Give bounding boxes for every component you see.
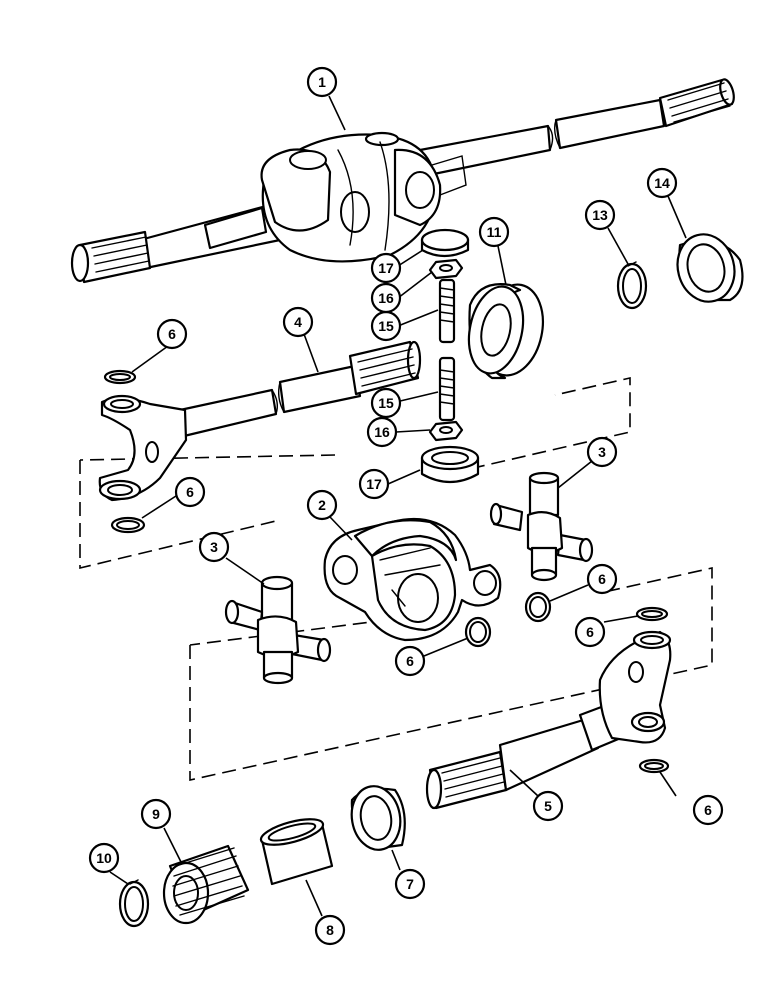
svg-text:11: 11: [487, 224, 502, 240]
double-cardan-housing: [323, 517, 502, 642]
gear-9: [162, 844, 250, 925]
callout-16-upper: 16: [370, 282, 402, 314]
svg-text:9: 9: [152, 806, 160, 822]
snap-ring-10: [118, 879, 150, 928]
callout-15-upper: 15: [370, 310, 402, 342]
svg-text:6: 6: [406, 653, 414, 669]
u-joint-cross-left: [224, 575, 332, 685]
nut-lower: [428, 420, 464, 442]
svg-text:6: 6: [168, 326, 176, 342]
svg-text:10: 10: [96, 850, 112, 866]
inner-axle-shaft: [98, 340, 422, 502]
callout-16-lower: 16: [366, 416, 398, 448]
svg-text:15: 15: [378, 395, 394, 411]
callout-13: 13: [584, 199, 616, 231]
ring-6a: [103, 369, 137, 385]
nut-upper: [428, 258, 464, 280]
svg-text:17: 17: [366, 476, 382, 492]
svg-text:17: 17: [378, 260, 394, 276]
svg-text:6: 6: [186, 484, 194, 500]
ring-6c: [464, 616, 492, 648]
callout-1: 1: [306, 66, 338, 98]
callout-6-f: 6: [692, 794, 724, 826]
callout-3-right: 3: [586, 436, 618, 468]
callout-4: 4: [282, 306, 314, 338]
svg-text:7: 7: [406, 876, 414, 892]
seal-14: [676, 233, 744, 303]
callout-6-e: 6: [574, 616, 606, 648]
ring-6f: [638, 758, 670, 774]
callout-7: 7: [394, 868, 426, 900]
callout-14: 14: [646, 167, 678, 199]
callout-9: 9: [140, 798, 172, 830]
callout-3-left: 3: [198, 531, 230, 563]
callout-8: 8: [314, 914, 346, 946]
cup-lower: [420, 445, 480, 484]
snap-ring-13: [616, 261, 648, 310]
callout-5: 5: [532, 790, 564, 822]
svg-text:3: 3: [210, 539, 218, 555]
cap-upper: [420, 228, 470, 258]
svg-text:16: 16: [378, 290, 394, 306]
u-joint-cross-right: [489, 471, 594, 582]
svg-text:3: 3: [598, 444, 606, 460]
svg-text:13: 13: [592, 207, 608, 223]
svg-text:6: 6: [704, 802, 712, 818]
svg-text:15: 15: [378, 318, 394, 334]
bushing-8: [259, 818, 334, 886]
svg-text:6: 6: [586, 624, 594, 640]
svg-text:5: 5: [544, 798, 552, 814]
callout-6-c: 6: [394, 645, 426, 677]
svg-text:16: 16: [374, 424, 390, 440]
callout-17-upper: 17: [370, 252, 402, 284]
callout-11: 11: [478, 216, 510, 248]
stud-upper: [438, 278, 456, 344]
axle-shaft-assembly: [70, 78, 735, 284]
group-outline-upper: [79, 376, 631, 570]
seal-7: [350, 785, 406, 851]
svg-text:8: 8: [326, 922, 334, 938]
callout-2: 2: [306, 489, 338, 521]
callout-6-a: 6: [156, 318, 188, 350]
bearing: [467, 283, 544, 380]
ring-6d: [524, 591, 552, 623]
svg-text:6: 6: [598, 571, 606, 587]
callout-6-d: 6: [586, 563, 618, 595]
callout-15-lower: 15: [370, 387, 402, 419]
ring-6b: [110, 516, 146, 534]
callout-6-b: 6: [174, 476, 206, 508]
callout-17-lower: 17: [358, 468, 390, 500]
outer-axle-shaft: [425, 630, 672, 810]
leader-lines: [109, 95, 687, 917]
callout-10: 10: [88, 842, 120, 874]
ring-6e: [635, 606, 669, 622]
svg-text:2: 2: [318, 497, 326, 513]
svg-text:1: 1: [318, 74, 326, 90]
svg-text:14: 14: [654, 175, 670, 191]
stud-lower: [438, 356, 456, 422]
svg-text:4: 4: [294, 314, 302, 330]
